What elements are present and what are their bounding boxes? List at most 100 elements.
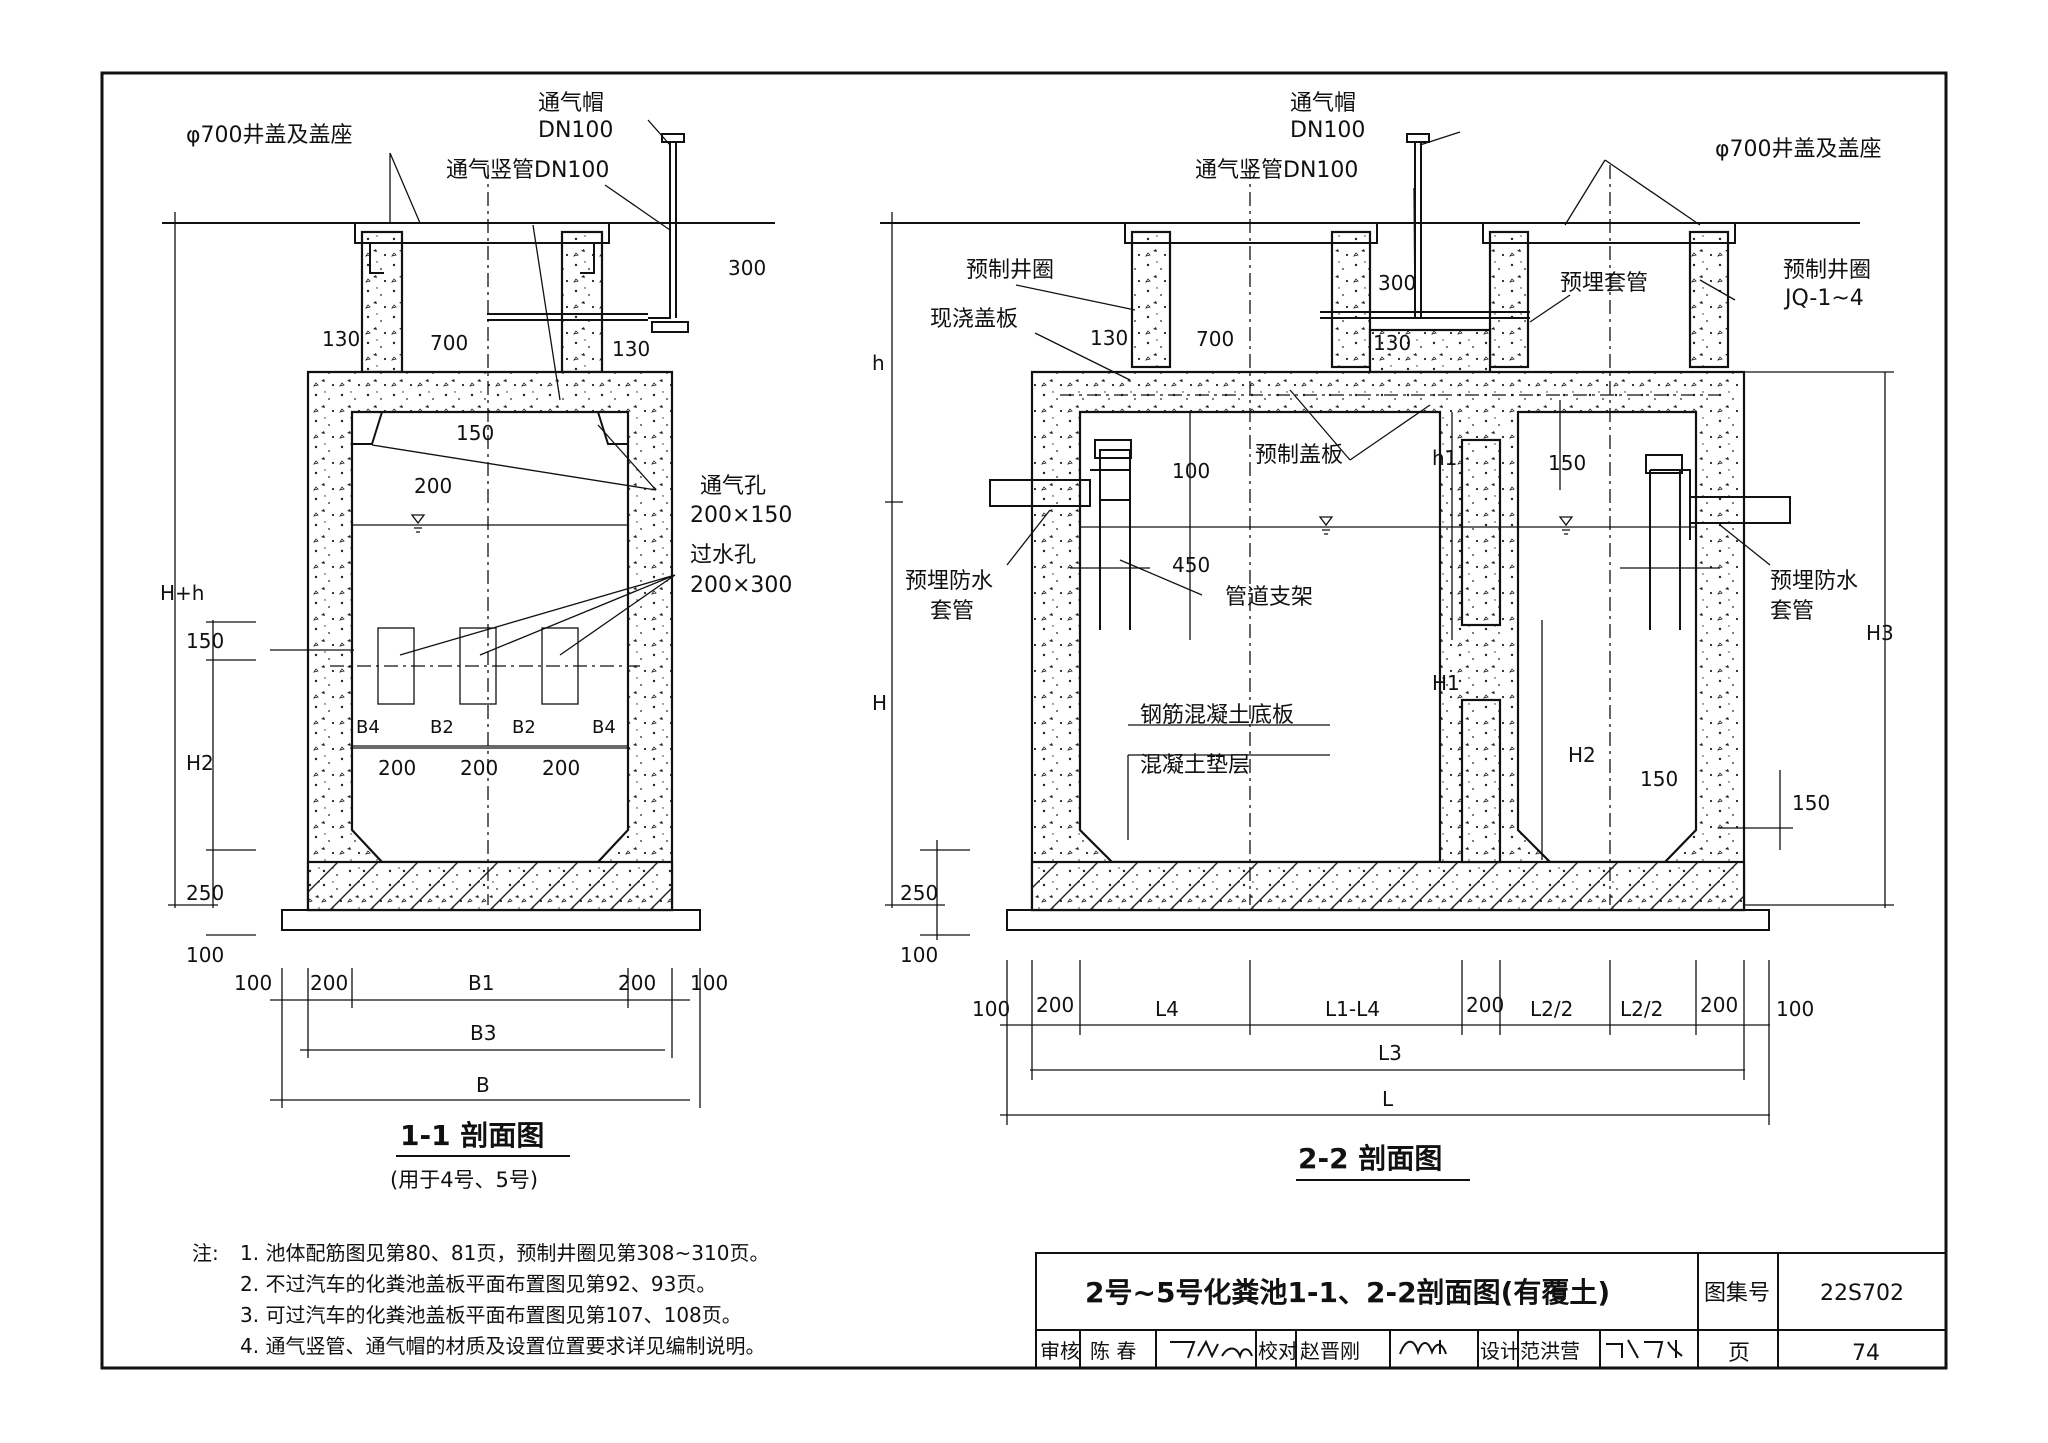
label-vent-cap-dn-2: DN100 [1290,118,1365,143]
dim-w200a-1: 200 [310,971,348,995]
dim-b4a-1: B4 [356,717,380,738]
dim-200-1: 200 [414,474,452,498]
label-air-hole-1: 通气孔 [700,474,766,499]
label-cushion: 混凝土垫层 [1140,753,1250,778]
dim-l3-2: L3 [1378,1041,1402,1065]
title-block-title: 2号~5号化粪池1-1、2-2剖面图(有覆土) [1085,1276,1610,1309]
dim-l200a-2: 200 [1036,993,1074,1017]
label-precast-ring-r: 预制井圈 [1783,258,1871,283]
dim-700-2: 700 [1196,327,1234,351]
dim-w200b-1: 200 [618,971,656,995]
label-wp-sleeve-l1: 预埋防水 [905,569,993,594]
label-water-hole-1: 过水孔 [690,543,756,568]
dim-450-2: 450 [1172,553,1210,577]
label-precast-slab: 预制盖板 [1255,443,1343,468]
designer-signature [1606,1339,1683,1359]
design-label: 设计 [1480,1339,1520,1363]
section-2-2: 通气帽 DN100 通气竖管DN100 φ700井盖及盖座 预制井圈 预制井圈 … [872,91,1894,1181]
reviewer-signature [1170,1339,1253,1360]
label-vent-cap-dn-1: DN100 [538,118,613,143]
atlas-label: 图集号 [1704,1281,1770,1306]
dim-l200c-2: 200 [1700,993,1738,1017]
label-cast-cover: 现浇盖板 [930,307,1018,332]
label-vent-pipe-1: 通气竖管DN100 [446,158,609,183]
label-wp-sleeve-l2: 套管 [930,599,974,624]
label-wp-sleeve-r2: 套管 [1770,599,1814,624]
label-cover-1: φ700井盖及盖座 [186,123,353,148]
dim-130a-2: 130 [1090,326,1128,350]
label-sleeve: 预埋套管 [1560,271,1648,296]
dim-150top-1: 150 [456,421,494,445]
dim-300-2: 300 [1378,271,1416,295]
label-precast-ring: 预制井圈 [966,258,1054,283]
atlas-no: 22S702 [1820,1281,1904,1306]
dim-250-2: 250 [900,881,938,905]
label-vent-cap-1: 通气帽 [538,91,604,116]
outer-frame [100,71,1948,1370]
label-rc-base: 钢筋混凝土底板 [1140,703,1294,728]
dim-l100a-2: 100 [972,997,1010,1021]
section-1-1: φ700井盖及盖座 通气帽 DN100 通气竖管DN100 300 130 70… [160,91,792,1192]
reviewer-name: 陈 春 [1090,1339,1136,1363]
label-water-hole-size-1: 200×300 [690,573,792,598]
check-label: 校对 [1258,1339,1298,1363]
dim-l2a-2: L2/2 [1530,997,1573,1021]
dim-b3-1: B3 [470,1021,496,1045]
dim-150-2: 150 [1548,451,1586,475]
checker-signature [1399,1340,1447,1356]
dim-big-h-2: H [872,691,887,715]
note-4: 4. 通气竖管、通气帽的材质及设置位置要求详见编制说明。 [240,1334,765,1358]
label-support: 管道支架 [1225,585,1313,610]
dim-big-h1-2: H1 [1432,671,1460,695]
dim-hh-1: H+h [160,581,204,605]
page-label: 页 [1728,1341,1750,1366]
dim-h150-1: 150 [186,629,224,653]
dim-130b-2: 130 [1373,331,1411,355]
section-1-title: 1-1 剖面图 [400,1119,544,1152]
dim-b2a-1: B2 [430,717,454,738]
dim-h3-2: H3 [1866,621,1894,645]
dim-130a-1: 130 [322,327,360,351]
dim-s200a-1: 200 [378,756,416,780]
dim-s200c-1: 200 [542,756,580,780]
dim-w100b-1: 100 [690,971,728,995]
notes: 注: 1. 池体配筋图见第80、81页，预制井圈见第308~310页。 2. 不… [192,1241,769,1358]
dim-b2b-1: B2 [512,717,536,738]
dim-h-2: h [872,351,885,375]
dim-700-1: 700 [430,331,468,355]
dim-b1-1: B1 [468,971,494,995]
designer-name: 范洪营 [1520,1339,1580,1363]
dim-h1-2: h1 [1432,446,1457,470]
label-vent-pipe-2: 通气竖管DN100 [1195,158,1358,183]
dim-h2-1: H2 [186,751,214,775]
checker-name: 赵晋刚 [1300,1339,1360,1363]
page-no: 74 [1852,1341,1880,1366]
dim-150c-2: 150 [1792,791,1830,815]
dim-w100a-1: 100 [234,971,272,995]
label-wp-sleeve-r1: 预埋防水 [1770,569,1858,594]
dim-100b-2: 100 [900,943,938,967]
label-ring-code: JQ-1~4 [1783,286,1864,311]
note-3: 3. 可过汽车的化粪池盖板平面布置图见第107、108页。 [240,1303,742,1327]
dim-l1l4-2: L1-L4 [1325,997,1380,1021]
dim-s200b-1: 200 [460,756,498,780]
notes-head: 注: [192,1241,219,1265]
section-1-subtitle: (用于4号、5号) [390,1168,538,1192]
dim-l200b-2: 200 [1466,993,1504,1017]
label-vent-cap-2: 通气帽 [1290,91,1356,116]
dim-b4b-1: B4 [592,717,616,738]
dim-b-1: B [476,1073,490,1097]
dim-150b-2: 150 [1640,767,1678,791]
section-2-title: 2-2 剖面图 [1298,1142,1442,1175]
dim-l-2: L [1382,1087,1394,1111]
title-block: 2号~5号化粪池1-1、2-2剖面图(有覆土) 图集号 22S702 审核 陈 … [1035,1252,1947,1369]
note-1: 1. 池体配筋图见第80、81页，预制井圈见第308~310页。 [240,1241,769,1265]
dim-h250-1: 250 [186,881,224,905]
dim-300-1: 300 [728,256,766,280]
label-cover-2: φ700井盖及盖座 [1715,137,1882,162]
dim-l100b-2: 100 [1776,997,1814,1021]
note-2: 2. 不过汽车的化粪池盖板平面布置图见第92、93页。 [240,1272,716,1296]
dim-l2b-2: L2/2 [1620,997,1663,1021]
dim-100-2: 100 [1172,459,1210,483]
